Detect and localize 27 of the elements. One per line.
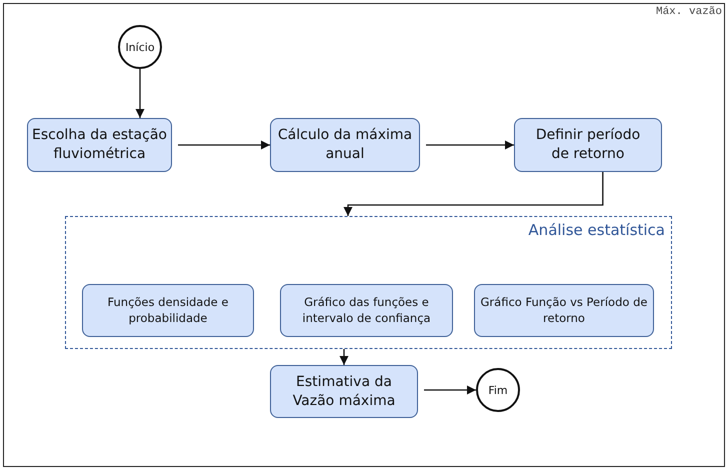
- node-label: Gráfico das funções e intervalo de confiança: [301, 294, 432, 326]
- terminal-circle: [118, 25, 162, 69]
- arrow: [178, 140, 270, 150]
- process-box: [27, 118, 172, 172]
- process-box: [474, 284, 654, 337]
- process-box: [270, 365, 418, 418]
- node-label: Fim: [488, 384, 508, 396]
- node-label: Estimativa da Vazão máxima: [292, 372, 396, 410]
- group-title: Análise estatística: [528, 221, 665, 239]
- group-frame: [65, 216, 672, 349]
- node-label: Definir período de retorno: [534, 126, 642, 164]
- node-label: Início: [125, 40, 155, 54]
- arrow: [426, 140, 514, 150]
- node-label: Cálculo da máxima anual: [276, 126, 414, 164]
- node-label: Escolha da estação fluviométrica: [32, 126, 167, 164]
- arrow: [340, 349, 348, 365]
- terminal-circle: [476, 368, 520, 412]
- node-label: Funções densidade e probabilidade: [106, 294, 230, 326]
- arrow: [136, 69, 144, 118]
- process-box: [280, 284, 453, 337]
- corner-note: Máx. vazão: [656, 6, 722, 18]
- process-box: [82, 284, 254, 337]
- arrow: [344, 172, 604, 216]
- process-box: [270, 118, 420, 172]
- node-label: Gráfico Função vs Período de retorno: [480, 294, 648, 326]
- arrow: [424, 386, 476, 394]
- process-box: [514, 118, 662, 172]
